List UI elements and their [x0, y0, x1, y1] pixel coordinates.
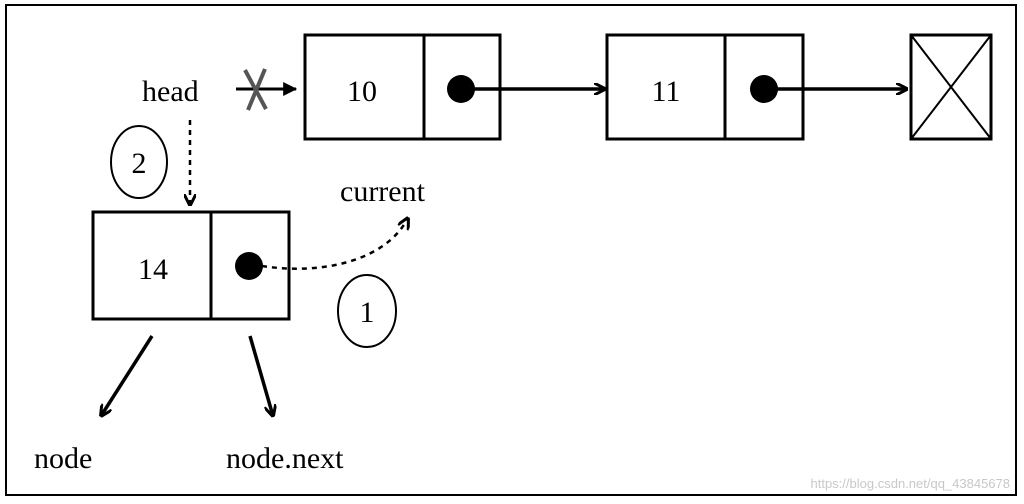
step-1-marker: 1 [337, 274, 397, 348]
node-14-pointer-dot [235, 252, 263, 280]
node-next-label: node.next [226, 442, 344, 475]
null-terminator [909, 33, 993, 141]
node-11-value: 11 [652, 75, 681, 108]
step-2-circle [110, 125, 168, 199]
node-14-value: 14 [138, 253, 168, 286]
node-14: 14 [91, 210, 291, 321]
step-2-marker: 2 [110, 125, 168, 199]
node-label: node [34, 442, 92, 475]
watermark-text: https://blog.csdn.net/qq_43845678 [811, 476, 1011, 491]
node-label-arrow [101, 335, 154, 416]
head-label: head [142, 75, 199, 108]
node-10: 10 [303, 33, 502, 141]
step-2-number: 2 [132, 147, 147, 180]
diagram-frame [5, 4, 1017, 496]
current-label: current [340, 175, 426, 208]
node-11: 11 [605, 33, 805, 141]
null-cross-b [910, 34, 992, 140]
step-1-number: 1 [360, 296, 375, 329]
step-1-circle [337, 274, 397, 348]
node-next-label-arrow [248, 335, 273, 416]
strikeout-x-icon [243, 68, 268, 111]
node-10-value: 10 [347, 75, 377, 108]
current-dashed-arrow [261, 218, 408, 270]
